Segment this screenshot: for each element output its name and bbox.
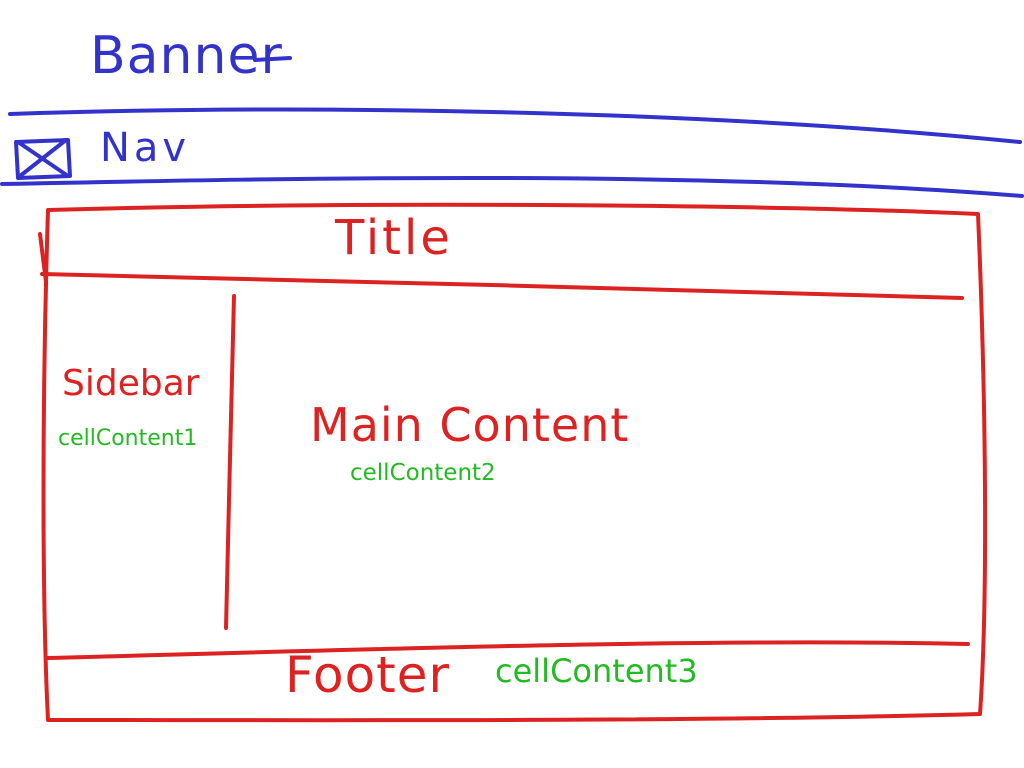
sidebar-divider: [224, 294, 236, 630]
nav-label[interactable]: Nav: [100, 125, 191, 171]
banner-dash: [253, 56, 292, 62]
footer-divider: [46, 640, 970, 660]
footer-cell-content: cellContent3: [495, 652, 698, 690]
sidebar-label: Sidebar: [62, 363, 200, 404]
banner-label: Banner: [90, 26, 283, 86]
nav-bottom-line: [0, 175, 1024, 198]
nav-menu-button[interactable]: [12, 136, 74, 182]
sidebar-cell-content: cellContent1: [58, 426, 198, 451]
outer-frame: [41, 202, 988, 723]
footer-label: Footer: [285, 646, 451, 704]
main-cell-content: cellContent2: [350, 460, 496, 486]
title-label: Title: [335, 210, 453, 266]
main-content-label: Main Content: [310, 398, 630, 452]
close-box-icon: [14, 138, 72, 180]
title-divider: [40, 272, 964, 300]
nav-top-line: [8, 107, 1022, 144]
